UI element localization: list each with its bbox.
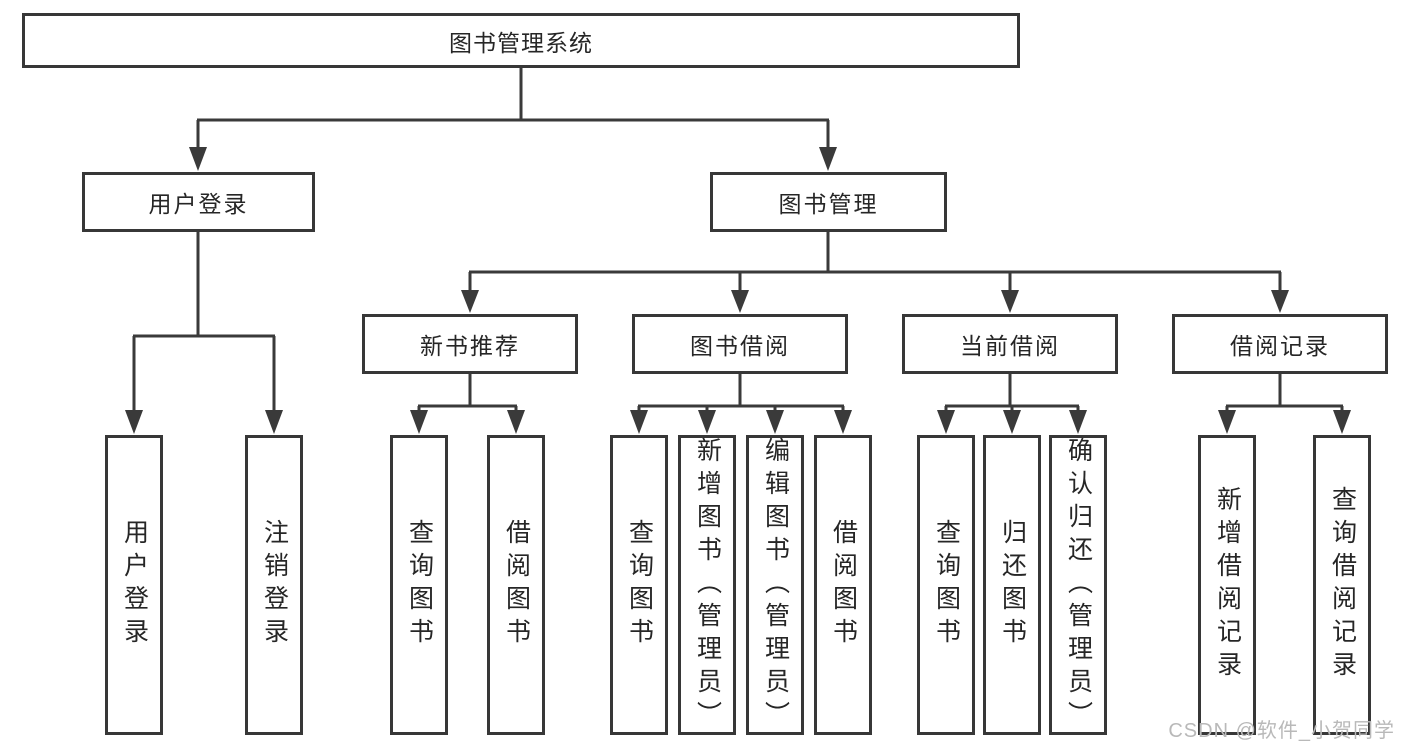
node-new-book-recommendation: 新书推荐	[362, 314, 578, 374]
arrow-icon	[1218, 410, 1236, 434]
connector-bookborrow-to-leaves	[637, 374, 845, 412]
leaf-label: 用户登录	[120, 519, 149, 651]
arrow-icon	[1069, 410, 1087, 434]
connector-borrowrecord-to-leaves	[1225, 374, 1344, 412]
arrowheads	[125, 147, 1351, 434]
node-book-management-module: 图书管理	[710, 172, 947, 232]
arrow-icon	[937, 410, 955, 434]
leaf-add-books-admin: 新增图书（管理员）	[678, 435, 736, 735]
node-borrowing-records: 借阅记录	[1172, 314, 1388, 374]
node-label: 用户登录	[148, 191, 249, 217]
arrow-icon	[1271, 290, 1289, 313]
node-library-management-system: 图书管理系统	[22, 13, 1020, 68]
arrow-icon	[125, 410, 143, 434]
connector-userlogin-to-leaves	[132, 232, 276, 412]
leaf-label: 新增借阅记录	[1213, 486, 1242, 684]
arrow-icon	[507, 410, 525, 434]
leaf-label: 查询图书	[932, 519, 961, 651]
node-user-login-module: 用户登录	[82, 172, 315, 232]
arrow-icon	[819, 147, 837, 171]
leaf-label: 新增图书（管理员）	[693, 436, 722, 734]
leaf-label: 借阅图书	[502, 519, 531, 651]
leaf-query-borrow-record: 查询借阅记录	[1313, 435, 1371, 735]
leaf-label: 查询图书	[405, 519, 434, 651]
arrow-icon	[834, 410, 852, 434]
arrow-icon	[1003, 410, 1021, 434]
leaf-user-login: 用户登录	[105, 435, 163, 735]
node-label: 图书管理系统	[449, 29, 593, 56]
node-book-borrowing: 图书借阅	[632, 314, 848, 374]
arrow-icon	[766, 410, 784, 434]
leaf-add-borrow-record: 新增借阅记录	[1198, 435, 1256, 735]
arrow-icon	[189, 147, 207, 171]
connector-bookmgmt-to-level3	[468, 232, 1282, 292]
arrow-icon	[698, 410, 716, 434]
leaf-borrow-books: 借阅图书	[487, 435, 545, 735]
leaf-query-books: 查询图书	[610, 435, 668, 735]
leaf-return-books: 归还图书	[983, 435, 1041, 735]
arrow-icon	[630, 410, 648, 434]
leaf-logout: 注销登录	[245, 435, 303, 735]
node-label: 图书管理	[778, 191, 879, 217]
arrow-icon	[1001, 290, 1019, 313]
node-label: 当前借阅	[960, 333, 1060, 359]
arrow-icon	[265, 410, 283, 434]
leaf-label: 注销登录	[260, 519, 289, 651]
arrow-icon	[1333, 410, 1351, 434]
leaf-label: 查询借阅记录	[1328, 486, 1357, 684]
node-label: 新书推荐	[420, 333, 520, 359]
leaf-query-books: 查询图书	[390, 435, 448, 735]
node-label: 借阅记录	[1230, 333, 1330, 359]
leaf-label: 归还图书	[998, 519, 1027, 651]
leaf-label: 查询图书	[625, 519, 654, 651]
leaf-query-books: 查询图书	[917, 435, 975, 735]
leaf-borrow-books: 借阅图书	[814, 435, 872, 735]
arrow-icon	[461, 290, 479, 313]
node-current-borrowing: 当前借阅	[902, 314, 1118, 374]
connector-root-to-level2	[196, 68, 830, 150]
leaf-label: 确认归还（管理员）	[1064, 436, 1093, 734]
arrow-icon	[731, 290, 749, 313]
arrow-icon	[410, 410, 428, 434]
node-label: 图书借阅	[690, 333, 790, 359]
leaf-label: 借阅图书	[829, 519, 858, 651]
leaf-label: 编辑图书（管理员）	[761, 436, 790, 734]
csdn-watermark: CSDN @软件_小贺同学	[1168, 720, 1395, 742]
connector-currentborrow-to-leaves	[944, 374, 1080, 412]
connector-newbookrec-to-leaves	[417, 374, 518, 412]
leaf-edit-books-admin: 编辑图书（管理员）	[746, 435, 804, 735]
leaf-confirm-return-admin: 确认归还（管理员）	[1049, 435, 1107, 735]
